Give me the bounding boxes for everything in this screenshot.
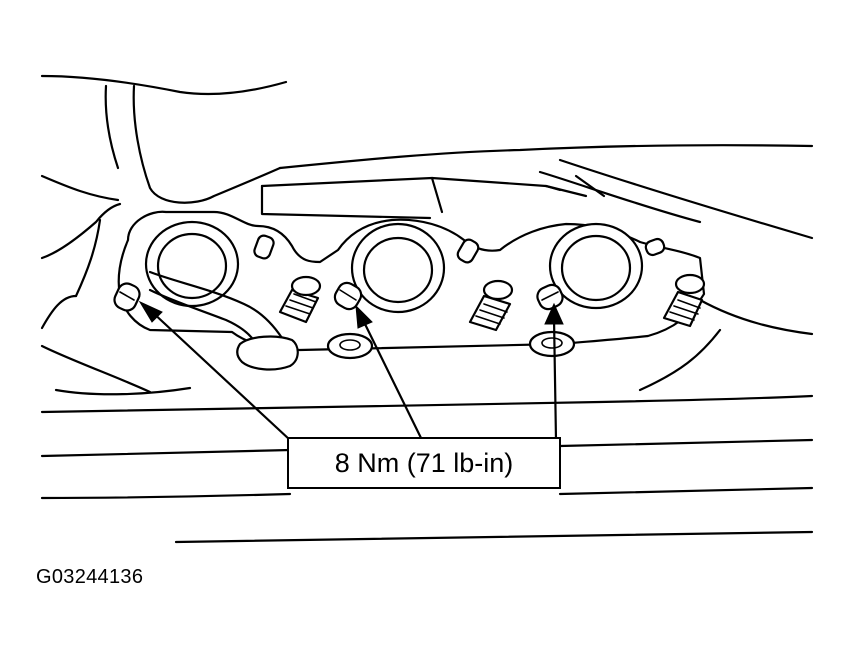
marked-nut-1 <box>113 282 141 312</box>
leader-line-1 <box>138 300 292 442</box>
upper-bolt-1 <box>253 234 275 260</box>
torque-callout: 8 Nm (71 lb-in) <box>287 437 561 489</box>
marked-nut-2 <box>333 281 363 311</box>
arrowhead-2 <box>355 304 373 329</box>
upper-bolt-3 <box>644 237 666 257</box>
lower-boss-2 <box>528 330 576 358</box>
figure-id: G03244136 <box>36 566 144 588</box>
stud-1 <box>278 275 322 324</box>
torque-label: 8 Nm (71 lb-in) <box>335 448 514 478</box>
leader-line-3 <box>544 302 564 442</box>
engine-outline <box>40 74 814 544</box>
upper-bolt-2 <box>456 238 480 264</box>
stud-2 <box>468 279 514 332</box>
exhaust-port-3 <box>548 222 644 310</box>
arrowhead-1 <box>138 300 163 323</box>
exhaust-port-2 <box>350 222 446 314</box>
exhaust-port-1 <box>144 220 240 308</box>
leader-line-2 <box>355 304 424 442</box>
stud-3 <box>662 273 706 328</box>
arrowhead-3 <box>544 302 564 325</box>
lower-boss-1 <box>326 332 374 360</box>
pipe <box>148 270 299 371</box>
callout-box <box>287 437 561 489</box>
